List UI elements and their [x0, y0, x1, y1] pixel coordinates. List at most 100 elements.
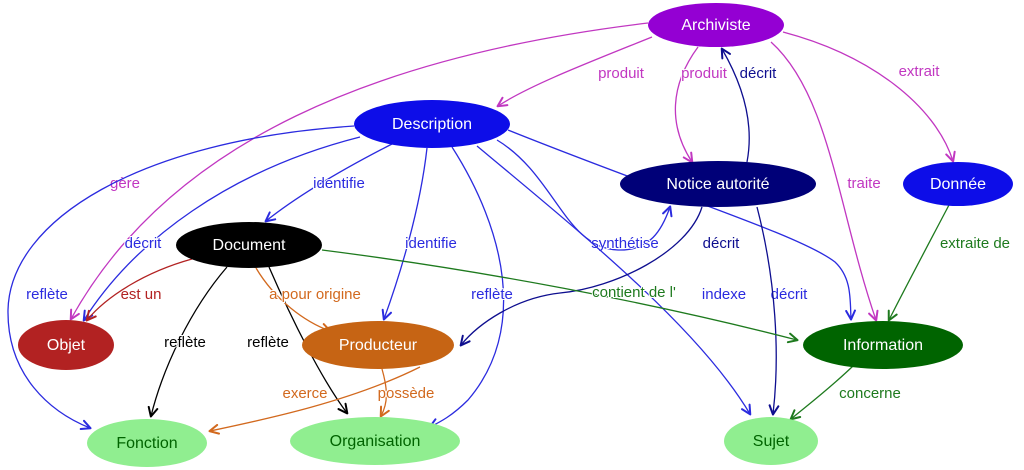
- edge-label: a pour origine: [269, 286, 361, 303]
- edge-label: extraite de: [940, 235, 1010, 252]
- edge-archiviste-information: traite: [770, 41, 882, 322]
- edge-line: [85, 258, 193, 322]
- edge-document-fonction: reflète: [147, 266, 228, 418]
- edge-line: [789, 365, 854, 421]
- node-fonction: Fonction: [87, 419, 207, 467]
- edge-archiviste-description: produit: [496, 36, 653, 108]
- edge-notice-autorite-producteur: décrit: [459, 206, 741, 347]
- edge-description-sujet: indexe: [476, 145, 752, 416]
- node-ellipse: [18, 320, 114, 370]
- node-ellipse: [903, 162, 1013, 206]
- edge-notice-autorite-archiviste: décrit: [720, 47, 778, 163]
- node-label: Sujet: [753, 433, 790, 450]
- edge-line: [379, 368, 390, 418]
- node-organisation: Organisation: [290, 417, 460, 465]
- edge-description-organisation: reflète: [428, 146, 514, 429]
- node-label: Document: [213, 237, 286, 254]
- edge-document-objet: est un: [85, 258, 193, 322]
- node-label: Producteur: [339, 337, 418, 354]
- edge-information-sujet: concerne: [789, 365, 902, 421]
- node-ellipse: [724, 417, 818, 465]
- node-ellipse: [620, 161, 816, 207]
- edge-label: possède: [378, 385, 435, 402]
- edge-line: [507, 129, 856, 321]
- edge-description-producteur: identifie: [381, 147, 458, 321]
- edge-line: [756, 206, 780, 416]
- edge-line: [69, 22, 649, 321]
- node-ellipse: [176, 222, 322, 268]
- node-ellipse: [87, 419, 207, 467]
- edge-label: synthétise: [591, 235, 659, 252]
- node-label: Donnée: [930, 176, 986, 193]
- edge-label: décrit: [125, 235, 163, 252]
- edge-description-information: décrit: [507, 129, 856, 321]
- edge-document-producteur: a pour origine: [255, 267, 362, 334]
- edge-label: décrit: [740, 65, 778, 82]
- edge-label: contient de l': [592, 284, 676, 301]
- edge-line: [674, 46, 699, 164]
- edge-label: produit: [598, 65, 645, 82]
- edge-label: reflète: [26, 286, 68, 303]
- edge-line: [7, 125, 355, 431]
- edge-label: exerce: [282, 385, 327, 402]
- edge-archiviste-notice-autorite: produit: [674, 46, 729, 164]
- node-ellipse: [354, 100, 510, 148]
- node-sujet: Sujet: [724, 417, 818, 465]
- edge-description-fonction: reflète: [7, 125, 355, 431]
- edge-label: reflète: [164, 334, 206, 351]
- edge-label: identifie: [313, 175, 365, 192]
- edge-description-document: identifie: [264, 143, 393, 223]
- edge-label: est un: [121, 286, 162, 303]
- edge-line: [428, 146, 505, 429]
- node-information: Information: [803, 321, 963, 369]
- node-ellipse: [803, 321, 963, 369]
- edge-line: [321, 249, 799, 344]
- edge-label: reflète: [471, 286, 513, 303]
- edge-line: [82, 136, 361, 322]
- edge-line: [887, 204, 950, 322]
- edge-label: concerne: [839, 385, 901, 402]
- node-producteur: Producteur: [302, 321, 454, 369]
- edge-line: [476, 145, 752, 416]
- node-ellipse: [290, 417, 460, 465]
- edge-line: [264, 143, 393, 223]
- edge-line: [255, 267, 332, 334]
- edge-line: [720, 47, 750, 163]
- edge-description-notice-autorite: synthétise: [496, 139, 673, 253]
- node-label: Organisation: [330, 433, 421, 450]
- edge-producteur-fonction: exerce: [208, 366, 421, 435]
- node-ellipse: [648, 3, 784, 47]
- edge-label: décrit: [703, 235, 741, 252]
- edge-label: identifie: [405, 235, 457, 252]
- node-description: Description: [354, 100, 510, 148]
- node-label: Objet: [47, 337, 86, 354]
- edge-document-information: contient de l': [321, 249, 799, 344]
- edge-archiviste-objet: gère: [69, 22, 649, 321]
- node-ellipse: [302, 321, 454, 369]
- node-notice-autorite: Notice autorité: [620, 161, 816, 207]
- edge-label: reflète: [247, 334, 289, 351]
- edge-label: gère: [110, 175, 140, 192]
- edge-donnee-information: extraite de: [887, 204, 1011, 322]
- edge-line: [147, 266, 228, 418]
- edge-label: traite: [847, 175, 880, 192]
- node-label: Fonction: [116, 435, 177, 452]
- node-document: Document: [176, 222, 322, 268]
- edge-producteur-organisation: possède: [377, 368, 435, 418]
- edge-line: [496, 139, 673, 251]
- node-label: Notice autorité: [666, 176, 769, 193]
- node-donnee: Donnée: [903, 162, 1013, 206]
- edge-line: [459, 206, 703, 347]
- edge-label: indexe: [702, 286, 746, 303]
- node-objet: Objet: [18, 320, 114, 370]
- edge-document-organisation: reflète: [246, 266, 349, 415]
- edge-line: [496, 36, 653, 108]
- edge-line: [770, 41, 879, 322]
- edge-line: [782, 31, 956, 163]
- edge-label: décrit: [771, 286, 809, 303]
- edge-line: [208, 366, 421, 435]
- edge-line: [381, 147, 428, 321]
- edge-archiviste-donnee: extrait: [782, 31, 956, 163]
